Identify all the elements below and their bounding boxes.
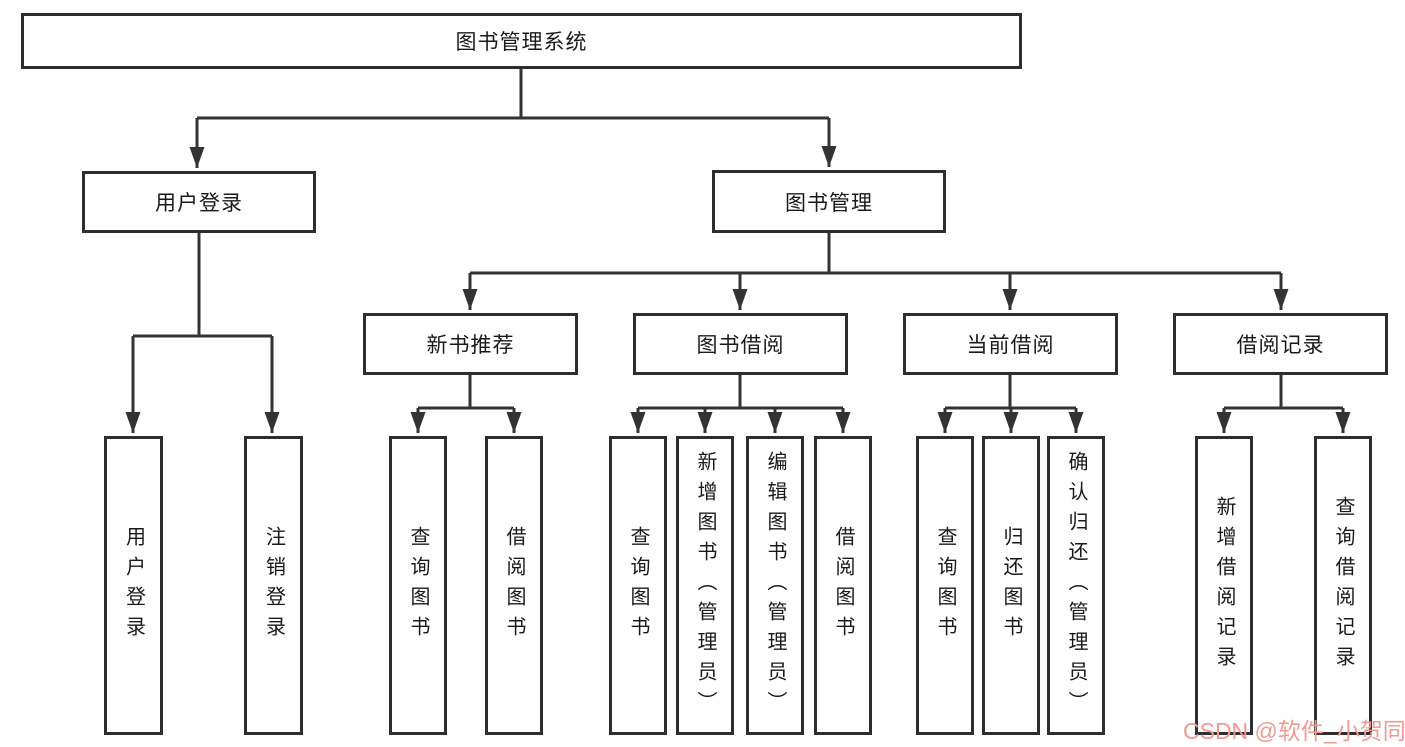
leaf-borrow-query-books: 查询图书 [609,436,667,735]
leaf-confirm-return-admin-label: 确认归还（管理员） [1065,450,1087,721]
node-current-borrow-label: 当前借阅 [966,334,1055,357]
node-new-book-recommend: 新书推荐 [363,313,578,375]
leaf-logout: 注销登录 [244,436,303,735]
node-book-borrow: 图书借阅 [633,313,848,375]
node-book-management-label: 图书管理 [785,191,873,215]
leaf-user-login-label: 用户登录 [122,525,145,646]
node-book-management: 图书管理 [712,170,946,233]
leaf-edit-books-admin-label: 编辑图书（管理员） [764,450,786,721]
leaf-current-query-books-label: 查询图书 [934,525,956,646]
leaf-recommend-query-books: 查询图书 [389,436,447,735]
leaf-borrow-books-label: 借阅图书 [832,525,854,646]
leaf-add-books-admin: 新增图书（管理员） [676,436,734,735]
leaf-return-books-label: 归还图书 [1000,525,1022,646]
leaf-logout-label: 注销登录 [262,525,285,646]
leaf-recommend-borrow-books-label: 借阅图书 [503,525,525,646]
leaf-confirm-return-admin: 确认归还（管理员） [1047,436,1105,735]
leaf-recommend-query-books-label: 查询图书 [407,525,429,646]
node-new-book-recommend-label: 新书推荐 [426,334,515,357]
leaf-add-books-admin-label: 新增图书（管理员） [694,450,716,721]
leaf-recommend-borrow-books: 借阅图书 [485,436,543,735]
leaf-user-login: 用户登录 [104,436,163,735]
node-user-login-branch: 用户登录 [82,171,316,233]
node-root-system-label: 图书管理系统 [455,31,588,54]
csdn-watermark: CSDN @软件_小贺同学 [1183,718,1405,744]
leaf-return-books: 归还图书 [982,436,1040,735]
leaf-query-borrow-record: 查询借阅记录 [1314,436,1372,735]
leaf-current-query-books: 查询图书 [916,436,974,735]
leaf-edit-books-admin: 编辑图书（管理员） [746,436,804,735]
node-user-login-branch-label: 用户登录 [155,192,243,215]
node-borrow-records-label: 借阅记录 [1236,334,1325,357]
node-current-borrow: 当前借阅 [903,313,1118,375]
node-root-system: 图书管理系统 [21,13,1022,69]
node-borrow-records: 借阅记录 [1173,313,1388,375]
leaf-add-borrow-record: 新增借阅记录 [1195,436,1253,735]
leaf-add-borrow-record-label: 新增借阅记录 [1213,495,1235,676]
node-book-borrow-label: 图书借阅 [696,334,785,357]
leaf-borrow-query-books-label: 查询图书 [627,525,649,646]
leaf-borrow-books: 借阅图书 [814,436,872,735]
leaf-query-borrow-record-label: 查询借阅记录 [1332,495,1354,676]
